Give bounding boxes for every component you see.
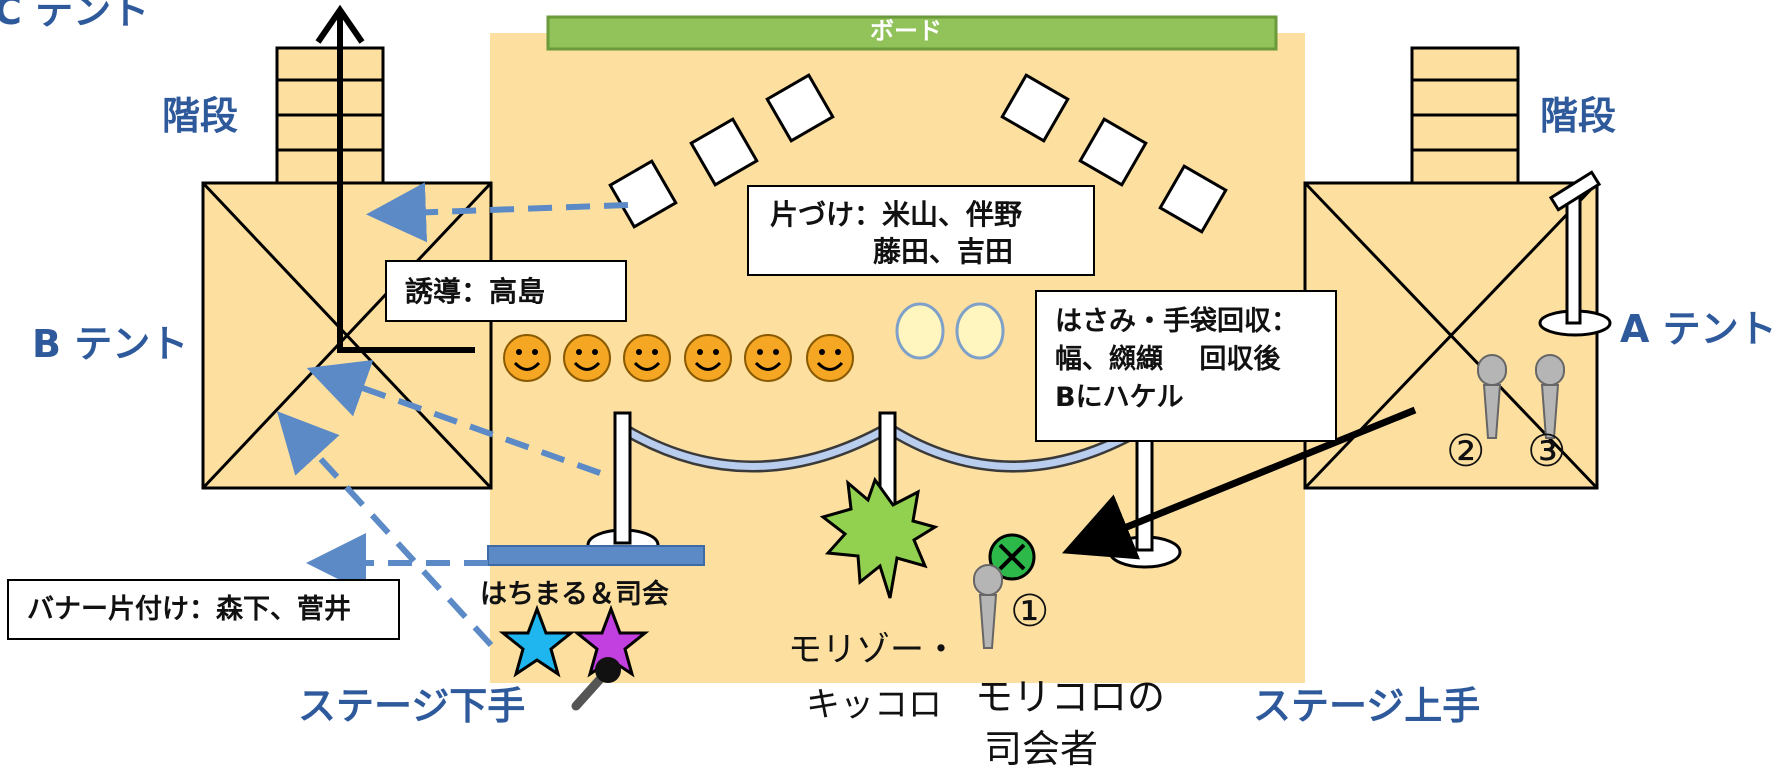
chair — [765, 73, 835, 143]
mic-icon — [973, 564, 1003, 649]
return-arrow — [1062, 406, 1417, 560]
stage-right-label: ステージ上手 — [1253, 684, 1481, 728]
banner-cleanup-text: バナー片付け：森下、菅井 — [27, 594, 351, 625]
a-tent-label: A テント — [1620, 307, 1777, 351]
position-marker — [955, 302, 1005, 360]
b-tent — [201, 181, 493, 490]
stage-left-label: ステージ下手 — [298, 684, 526, 728]
chair — [1000, 73, 1070, 143]
left-stairs — [275, 46, 385, 185]
collect-box: はさみ・手袋回収： 幅、纐纈 回収後 Bにハケル — [1035, 290, 1337, 442]
collect-line-1: はさみ・手袋回収： — [1055, 306, 1298, 337]
morizo-line-2: キッコロ — [806, 685, 942, 725]
mic-number-2: ② — [1446, 426, 1486, 477]
left-stairs-label: 階段 — [162, 94, 239, 138]
right-stairs — [1410, 46, 1520, 185]
chairs — [608, 73, 1228, 234]
b-tent-label: B テント — [32, 322, 189, 366]
banner-cleanup-box: バナー片付け：森下、菅井 — [7, 579, 400, 640]
guide-text: 誘導：高島 — [405, 275, 546, 308]
chair — [1158, 164, 1228, 234]
mc-line-1: モリコロの — [975, 675, 1166, 719]
mic-stand-icon — [1538, 170, 1612, 337]
mic-number-3: ③ — [1527, 426, 1567, 477]
mc-line-2: 司会者 — [984, 727, 1099, 771]
morizo-line-1: モリゾー・ — [788, 630, 958, 670]
banner — [487, 545, 705, 566]
mic-icon — [1477, 354, 1507, 439]
c-tent-label: C テント — [0, 0, 150, 33]
chair — [1078, 117, 1148, 187]
board — [546, 15, 1278, 51]
mic-number-1: ① — [1010, 586, 1050, 637]
route-arrowhead — [315, 4, 365, 44]
cleanup-line-2: 藤田、吉田 — [873, 235, 1014, 268]
handheld-mic-icon — [571, 657, 621, 711]
collect-line-2: 幅、纐纈 回収後 — [1055, 344, 1281, 375]
cleanup-box: 片づけ：米山、伴野 藤田、吉田 — [747, 185, 1095, 276]
cleanup-line-1: 片づけ：米山、伴野 — [770, 198, 1023, 231]
starburst — [819, 476, 939, 599]
board-label: ボード — [870, 17, 942, 45]
rope-barrier — [618, 422, 1147, 473]
right-stairs-label: 階段 — [1540, 94, 1617, 138]
mic-icon — [1535, 354, 1565, 439]
chair — [689, 117, 759, 187]
guide-box: 誘導：高島 — [385, 260, 627, 322]
hachimaru-label: はちまる＆司会 — [480, 579, 669, 610]
position-marker — [895, 302, 945, 360]
position-x-marker — [988, 533, 1036, 581]
smiley-row — [503, 334, 854, 382]
blue-star — [498, 604, 576, 678]
collect-line-3: Bにハケル — [1055, 382, 1184, 413]
exit-arrows — [276, 182, 629, 648]
route-to-c-tent — [337, 15, 475, 353]
